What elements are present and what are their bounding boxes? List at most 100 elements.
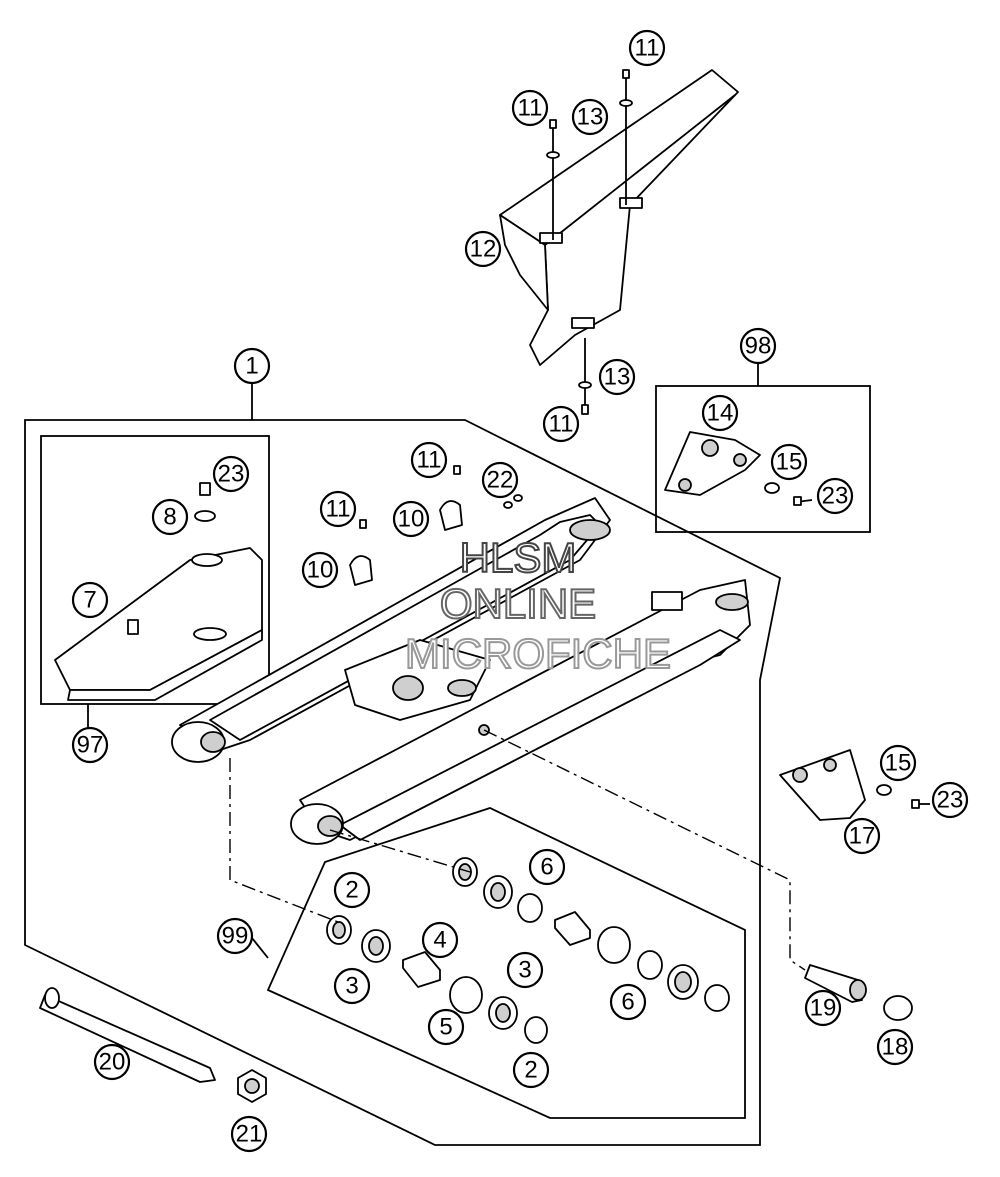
callout-6a: 6 <box>528 848 566 886</box>
screw-11-clamp-a <box>453 465 461 475</box>
svg-text:HLSM: HLSM <box>460 534 577 581</box>
callout-22: 22 <box>481 461 519 499</box>
callout-1: 1 <box>233 347 271 385</box>
chain-guard-part <box>499 69 739 366</box>
svg-text:13: 13 <box>604 364 631 391</box>
svg-text:23: 23 <box>822 483 849 510</box>
alignment-line-a <box>229 758 339 923</box>
callout-15a: 15 <box>770 443 808 481</box>
callout-21: 21 <box>230 1115 268 1153</box>
alignment-line-c <box>483 729 806 971</box>
callout-6b: 6 <box>609 983 647 1021</box>
axle-nut-part <box>237 1069 267 1103</box>
callout-12: 12 <box>464 230 502 268</box>
chain-guard-fasteners <box>546 69 633 415</box>
callout-3a: 3 <box>333 967 371 1005</box>
svg-text:2: 2 <box>345 877 358 904</box>
callout-5: 5 <box>427 1008 465 1046</box>
axle-part <box>39 987 216 1083</box>
callout-11c: 11 <box>542 405 580 443</box>
alignment-line-b <box>329 829 471 873</box>
svg-text:17: 17 <box>849 823 876 850</box>
cap-part <box>883 995 913 1021</box>
clamp-10b-part <box>349 555 373 586</box>
svg-text:10: 10 <box>307 557 334 584</box>
svg-text:1: 1 <box>245 353 258 380</box>
sprocket-guard-part <box>664 431 813 506</box>
clamp-10a-part <box>439 500 463 531</box>
screw-11-clamp-b <box>359 519 367 529</box>
callout-14: 14 <box>701 394 739 432</box>
svg-text:11: 11 <box>635 35 660 62</box>
svg-text:6: 6 <box>540 854 553 881</box>
watermark: HLSM ONLINE MICROFICHE <box>404 533 672 678</box>
svg-text:15: 15 <box>776 449 803 476</box>
svg-text:14: 14 <box>707 400 734 427</box>
plug-22-parts <box>503 494 523 509</box>
svg-text:10: 10 <box>398 506 425 533</box>
svg-text:4: 4 <box>433 927 446 954</box>
chain-guide-cover-part <box>779 749 930 821</box>
callout-19: 19 <box>804 989 842 1027</box>
callout-10b: 10 <box>301 551 339 589</box>
svg-text:20: 20 <box>99 1049 126 1076</box>
swingarm-part <box>171 497 751 845</box>
callout-97: 97 <box>71 726 109 764</box>
svg-text:18: 18 <box>882 1034 909 1061</box>
callout-4: 4 <box>421 921 459 959</box>
callout-10a: 10 <box>392 500 430 538</box>
svg-text:11: 11 <box>417 447 442 474</box>
svg-text:11: 11 <box>326 496 351 523</box>
assembly-1-frame <box>24 419 782 1146</box>
svg-text:21: 21 <box>236 1121 263 1148</box>
svg-text:12: 12 <box>470 236 497 263</box>
svg-text:11: 11 <box>518 95 543 122</box>
svg-text:11: 11 <box>549 411 574 438</box>
svg-text:23: 23 <box>218 461 245 488</box>
callout-13b: 13 <box>598 358 636 396</box>
callout-18: 18 <box>876 1028 914 1066</box>
svg-text:ONLINE: ONLINE <box>440 580 596 627</box>
svg-text:3: 3 <box>345 973 358 1000</box>
pivot-bolt-part <box>804 964 867 1003</box>
svg-text:7: 7 <box>83 587 96 614</box>
svg-text:98: 98 <box>745 333 772 360</box>
callout-23a: 23 <box>212 455 250 493</box>
chain-sliding-guard-part <box>54 482 263 701</box>
svg-text:MICROFICHE: MICROFICHE <box>405 630 671 677</box>
callout-8: 8 <box>151 498 189 536</box>
callout-13a: 13 <box>571 98 609 136</box>
svg-text:22: 22 <box>487 467 514 494</box>
svg-text:5: 5 <box>439 1014 452 1041</box>
svg-text:97: 97 <box>77 732 104 759</box>
svg-text:13: 13 <box>577 104 604 131</box>
callout-99: 99 <box>216 917 254 955</box>
callout-11e: 11 <box>319 490 357 528</box>
bearing-kit-parts <box>326 857 730 1044</box>
callout-23c: 23 <box>931 781 969 819</box>
kit-99-frame <box>266 807 746 1119</box>
svg-text:3: 3 <box>518 957 531 984</box>
svg-text:8: 8 <box>163 504 176 531</box>
callout-11d: 11 <box>410 441 448 479</box>
callout-20: 20 <box>93 1043 131 1081</box>
svg-text:23: 23 <box>937 787 964 814</box>
callout-98: 98 <box>739 327 777 365</box>
svg-text:2: 2 <box>524 1057 537 1084</box>
callout-11a: 11 <box>628 29 666 67</box>
svg-text:19: 19 <box>810 995 837 1022</box>
callout-23b: 23 <box>816 477 854 515</box>
callout-11b: 11 <box>511 89 549 127</box>
kit-98-frame <box>655 385 871 533</box>
callout-7: 7 <box>71 581 109 619</box>
svg-text:99: 99 <box>222 923 249 950</box>
callout-17: 17 <box>843 817 881 855</box>
callout-2b: 2 <box>512 1051 550 1089</box>
svg-text:15: 15 <box>885 750 912 777</box>
svg-text:6: 6 <box>621 989 634 1016</box>
kit-97-frame <box>40 435 270 705</box>
callout-15b: 15 <box>879 744 917 782</box>
callout-3b: 3 <box>506 951 544 989</box>
callout-2a: 2 <box>333 871 371 909</box>
